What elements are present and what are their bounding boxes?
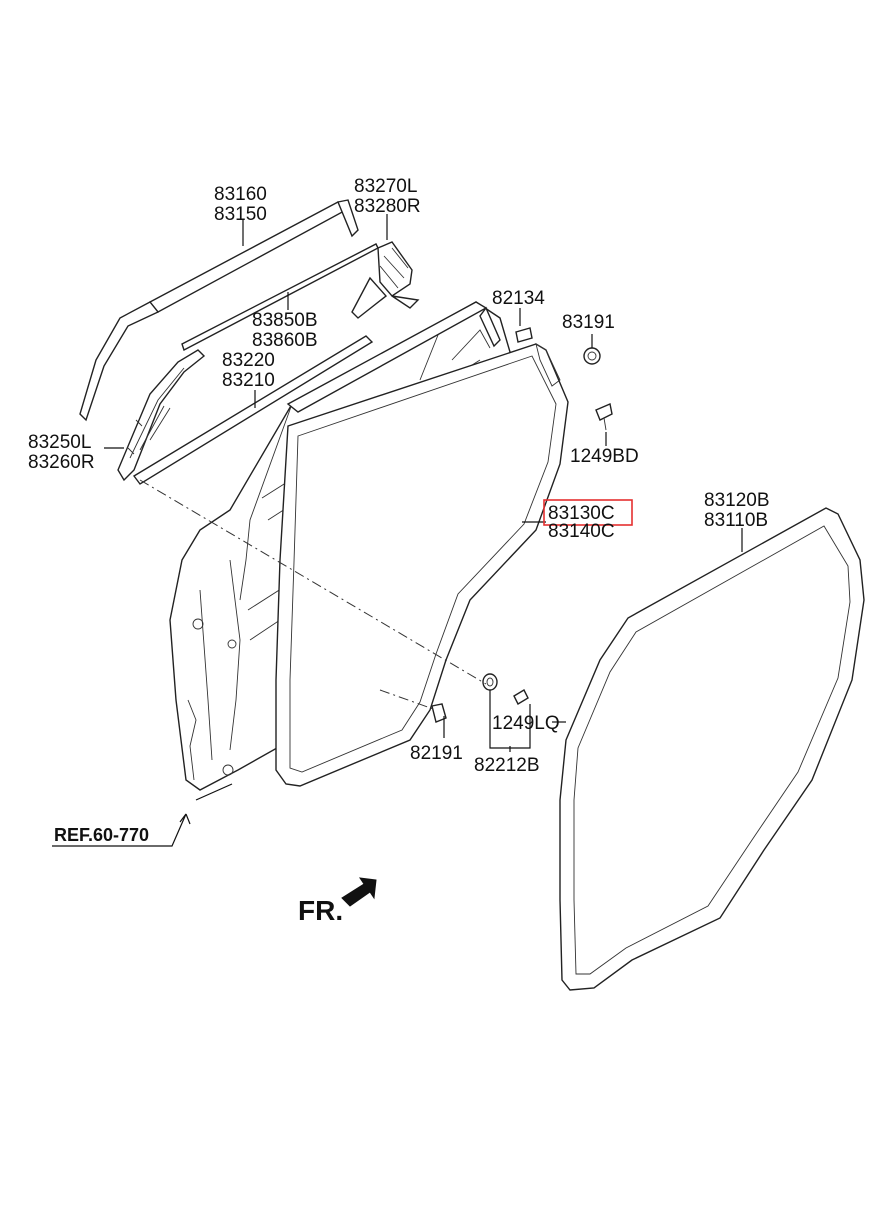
- door-weatherstrip: [275, 343, 569, 787]
- label-83110b: 83110B: [704, 510, 768, 531]
- assembly-axis-line-2: [379, 689, 437, 711]
- grommet-83191: [583, 347, 601, 365]
- body-side-weatherstrip: [559, 507, 865, 991]
- corner-bracket: [351, 241, 420, 319]
- label-83210: 83210: [222, 370, 275, 391]
- quarter-glass: [117, 349, 206, 482]
- label-83160: 83160: [214, 184, 267, 205]
- screw-1249lq: [513, 689, 529, 705]
- label-82212b: 82212B: [474, 755, 540, 776]
- label-83250l: 83250L: [28, 432, 91, 453]
- inner-belt-strip: [181, 243, 379, 352]
- screw-1249bd: [595, 403, 613, 431]
- front-direction-arrow: [341, 877, 377, 907]
- part-labels: 83160 83150 83270L 83280R 82134 83191 83…: [28, 176, 770, 926]
- label-83280r: 83280R: [354, 196, 421, 217]
- outer-belt-moulding: [132, 335, 374, 485]
- label-83860b: 83860B: [252, 330, 318, 351]
- label-1249lq: 1249LQ: [492, 713, 560, 734]
- label-82191: 82191: [410, 743, 463, 764]
- clip-82134: [515, 327, 533, 343]
- grommet-82212b: [482, 673, 498, 691]
- cap-82191: [431, 703, 447, 723]
- label-1249bd: 1249BD: [570, 446, 639, 467]
- highlight-box: [543, 499, 633, 526]
- label-83120b: 83120B: [704, 490, 770, 511]
- label-83270l: 83270L: [354, 176, 417, 197]
- label-83150: 83150: [214, 204, 267, 225]
- label-83140c: 83140C: [548, 521, 615, 542]
- leader-lines: [52, 214, 743, 847]
- label-83130c: 83130C: [548, 503, 615, 524]
- label-front: FR.: [298, 895, 343, 926]
- label-83260r: 83260R: [28, 452, 95, 473]
- label-ref-60-770: REF.60-770: [54, 825, 149, 845]
- label-83850b: 83850B: [252, 310, 318, 331]
- assembly-axis-line: [139, 479, 487, 685]
- label-82134: 82134: [492, 288, 545, 309]
- window-frame-moulding: [79, 199, 359, 422]
- label-83220: 83220: [222, 350, 275, 371]
- door-frame-rail: [286, 301, 501, 413]
- label-83191: 83191: [562, 312, 615, 333]
